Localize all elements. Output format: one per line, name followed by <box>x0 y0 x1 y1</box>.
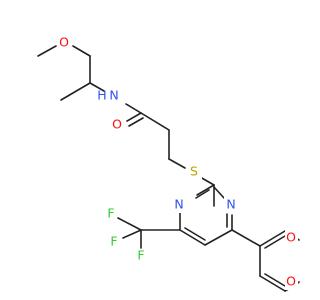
bond-c2-n1-double <box>195 189 210 199</box>
bond-ar-2-double <box>264 273 286 287</box>
bond-carbonyl-o-double <box>128 117 144 127</box>
bond-c5-c4 <box>204 229 233 246</box>
bond-o-ch2 <box>72 45 91 57</box>
atom-n-amide: N <box>109 88 118 103</box>
bonds <box>37 45 300 292</box>
atom-labels: O N H O S N N F F F O O <box>57 35 298 290</box>
atom-f-1: F <box>110 234 117 249</box>
bond-c4-aryl <box>231 229 261 247</box>
bond-ch-methyl <box>60 82 91 101</box>
bond-ch2-s <box>168 158 186 169</box>
atom-f-3: F <box>107 206 114 221</box>
atom-n-ring-left: N <box>174 197 183 212</box>
bond-ar-4-double <box>264 235 286 249</box>
bond-c6-c5 <box>179 229 206 246</box>
bond-ar-4 <box>259 230 286 247</box>
bond-carbonyl-ch2 <box>140 112 170 131</box>
atom-o-carbonyl: O <box>112 117 122 132</box>
atom-o-dioxole-bottom: O <box>286 274 296 289</box>
atom-o-methoxy: O <box>59 35 69 50</box>
bond-carbonyl-o <box>126 112 142 122</box>
bond-c6-c5-double <box>184 227 206 241</box>
bond-s-c2 <box>199 176 215 186</box>
bond-methyl-o <box>37 45 57 57</box>
bond-n3-c2-side <box>213 186 225 199</box>
atom-s-thioether: S <box>190 164 198 179</box>
bond-ar-2 <box>259 275 286 292</box>
bond-n-carbonyl <box>125 103 142 114</box>
molecule-structure-diagram: O N H O S N N F F F O O <box>37 35 300 292</box>
bond-cf3-f3 <box>117 217 142 231</box>
bond-c2-n1 <box>196 184 215 196</box>
bond-ch-n <box>89 82 105 92</box>
bond-cf3-f1 <box>122 229 142 239</box>
atom-h-amide: H <box>97 88 106 103</box>
atom-n-ring-top: N <box>226 197 235 212</box>
atom-f-2: F <box>137 248 144 263</box>
atom-o-dioxole-top: O <box>286 230 296 245</box>
